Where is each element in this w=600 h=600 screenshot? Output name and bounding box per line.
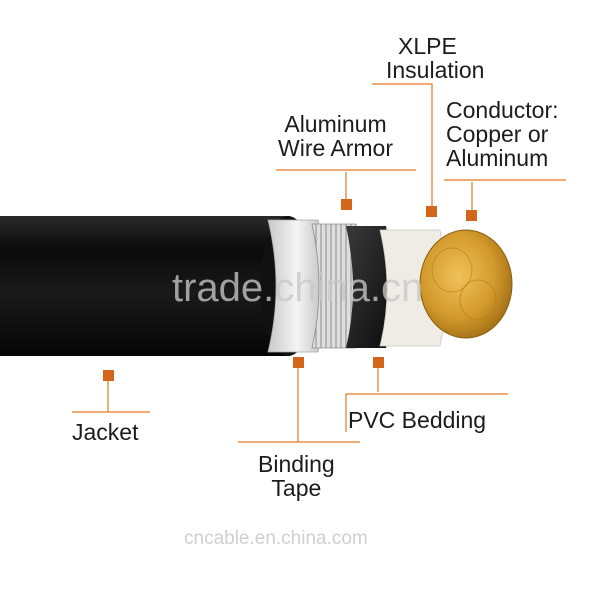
- jacket-layer: [0, 216, 301, 356]
- pvc-bedding-layer: [346, 226, 393, 348]
- label-binding-tape: Binding Tape: [258, 451, 335, 501]
- leader-pvc-h: [345, 393, 508, 432]
- label-armor: Aluminum Wire Armor: [278, 111, 393, 161]
- label-jacket: Jacket: [72, 419, 139, 445]
- leader-xlpe: [372, 83, 433, 206]
- conductor-core: [419, 229, 513, 339]
- leader-lines: [72, 83, 566, 443]
- watermark-center: trade.china.cn: [172, 266, 424, 310]
- markers: [103, 199, 477, 381]
- label-conductor: Conductor: Copper or Aluminum: [446, 97, 559, 171]
- watermark-footer: cncable.en.china.com: [184, 528, 368, 549]
- label-pvc-bedding: PVC Bedding: [348, 407, 487, 433]
- label-xlpe: XLPE Insulation: [386, 33, 485, 83]
